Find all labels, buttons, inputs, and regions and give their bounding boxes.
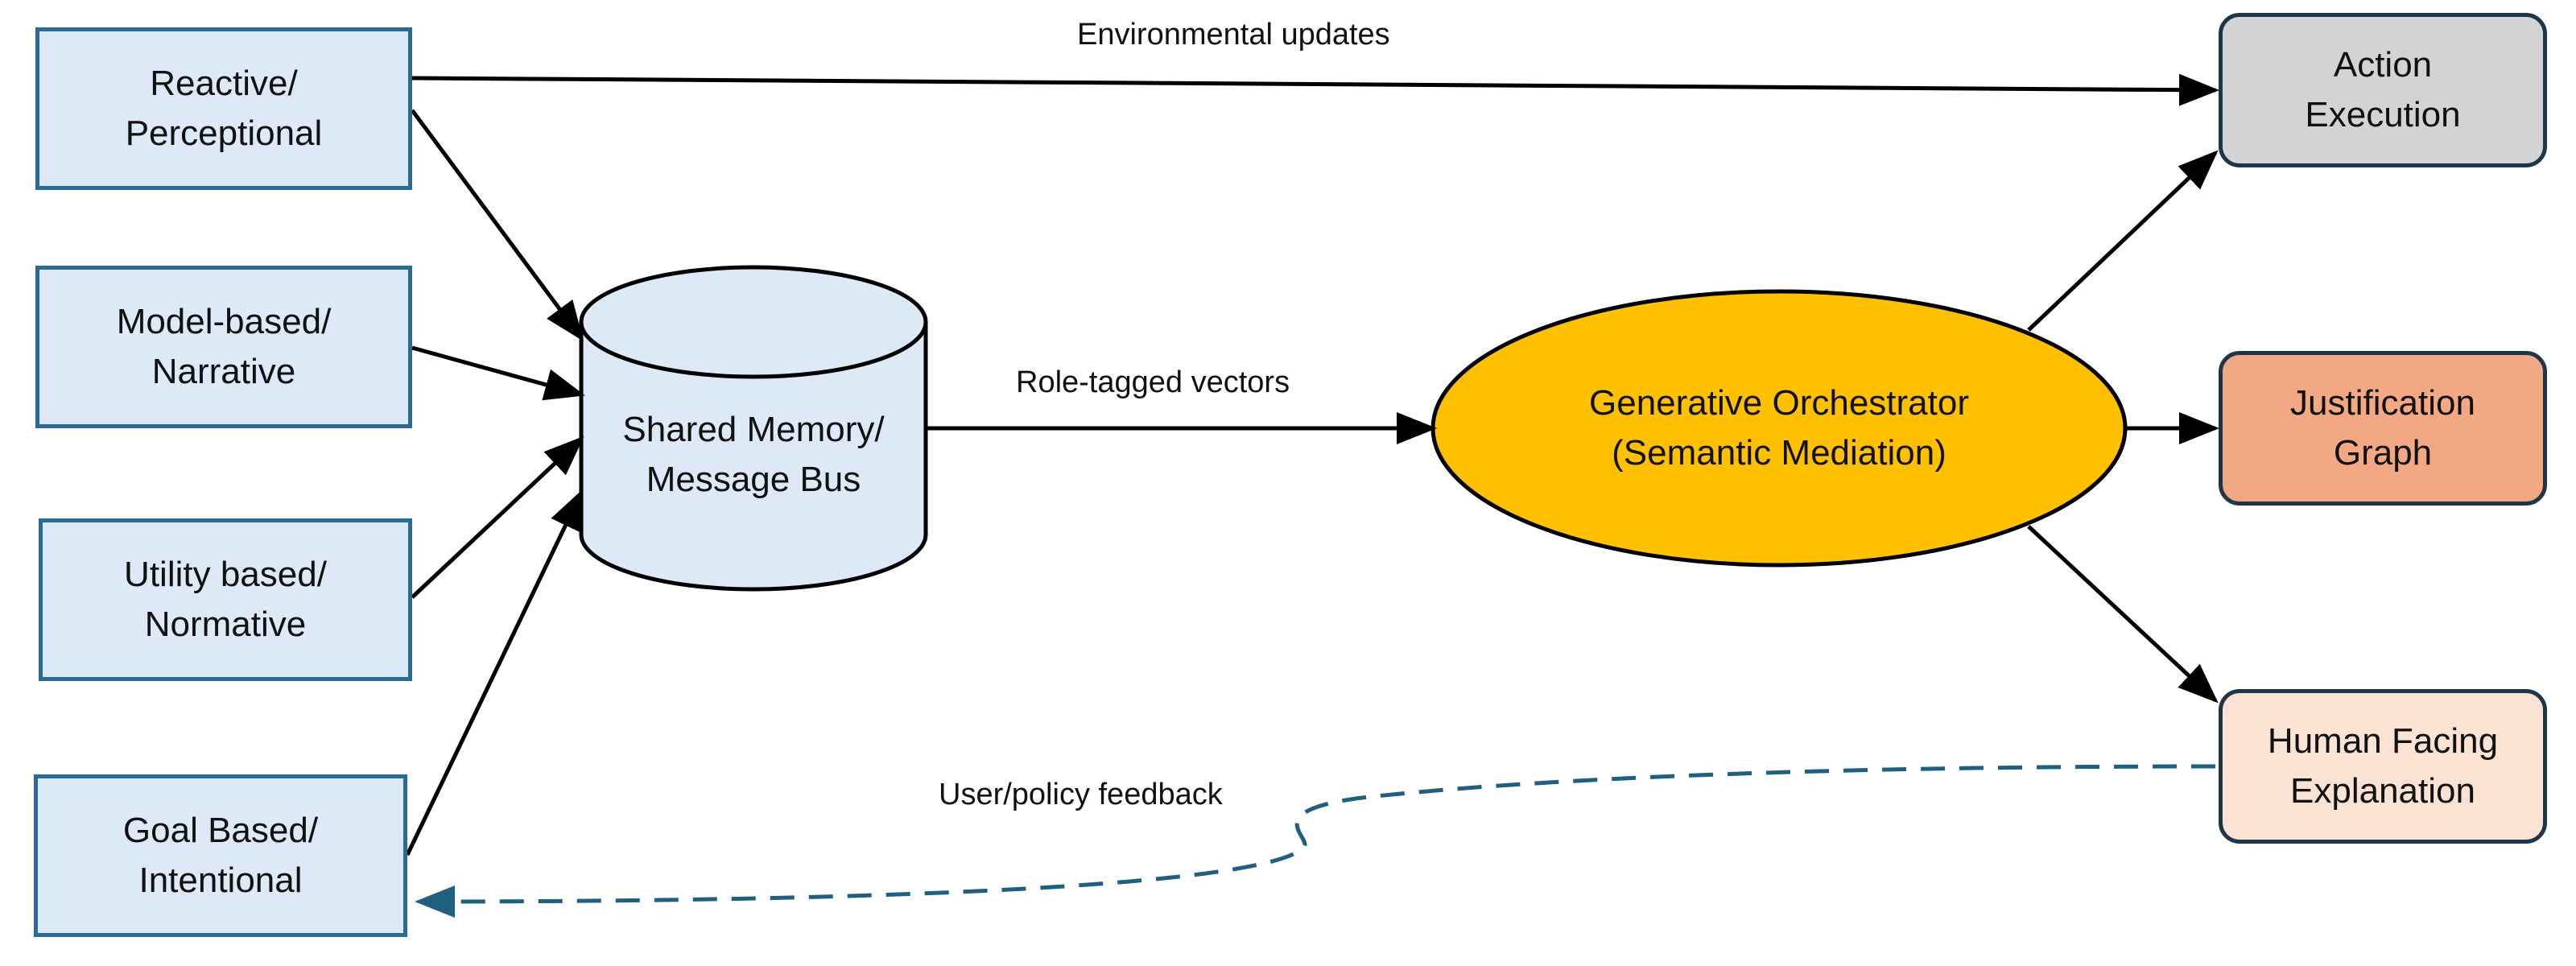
output-box-human-facing-explanation: Human Facing Explanation	[2219, 689, 2547, 844]
arrow-utility-to-memory	[411, 436, 584, 599]
edge-label-user-policy-feedback: User/policy feedback	[939, 778, 1223, 811]
arrow-goal-to-memory	[405, 489, 584, 857]
shared-memory-label: Shared Memory/ Message Bus	[622, 410, 885, 499]
orchestrator-label: Generative Orchestrator (Semantic Mediat…	[1589, 383, 1969, 473]
shared-memory-cylinder	[579, 265, 928, 592]
agent-box-utility-based: Utility based/ Normative	[39, 518, 412, 681]
arrow-environmental-updates	[411, 73, 2219, 106]
arrow-model-to-memory	[411, 345, 585, 401]
arrow-orchestrator-to-action	[2027, 150, 2219, 332]
agent-box-reactive: Reactive/ Perceptional	[35, 27, 412, 190]
arrow-user-policy-feedback	[415, 764, 2216, 918]
arrow-reactive-to-memory	[410, 109, 584, 342]
edge-label-role-tagged-vectors: Role-tagged vectors	[1016, 365, 1290, 399]
output-box-justification-graph: Justification Graph	[2219, 351, 2547, 506]
agent-box-goal-based: Goal Based/ Intentional	[34, 774, 407, 937]
edge-label-environmental-updates: Environmental updates	[1077, 18, 1390, 52]
arrow-orchestrator-to-explanation	[2027, 525, 2219, 704]
output-box-action-execution: Action Execution	[2219, 13, 2547, 167]
agent-box-model-based: Model-based/ Narrative	[35, 266, 412, 428]
